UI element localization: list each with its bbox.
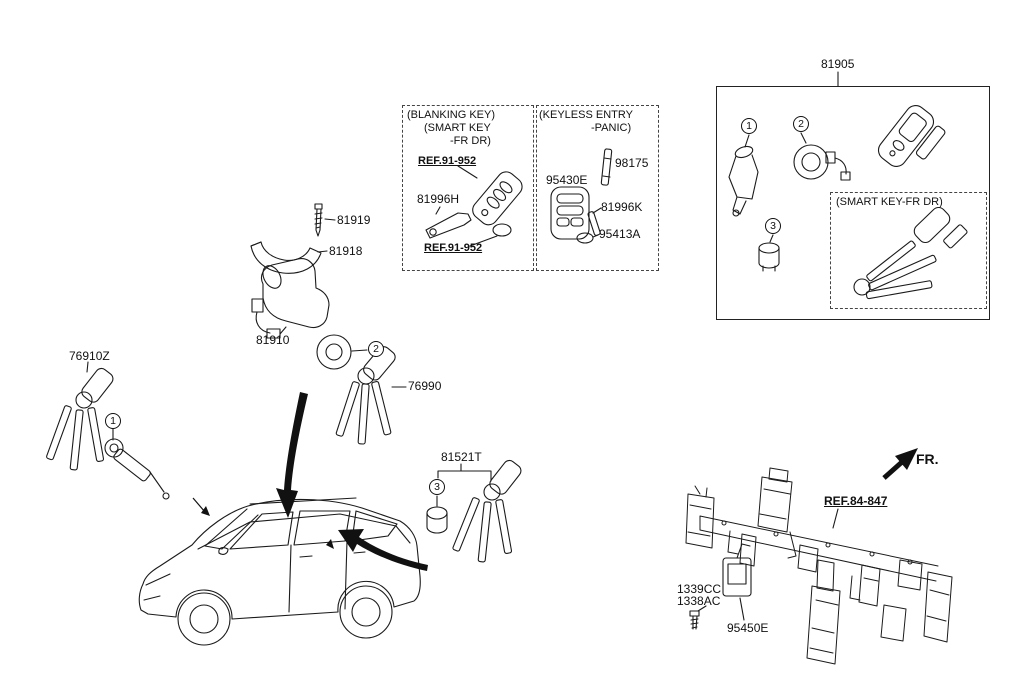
car-illustration bbox=[138, 497, 421, 646]
callout-3-badge-keys: 3 bbox=[429, 479, 445, 495]
part-label-81996H: 81996H bbox=[417, 192, 460, 206]
key-set-right-drawing bbox=[426, 459, 522, 563]
part-label-76990: 76990 bbox=[408, 379, 442, 393]
part-label-81919: 81919 bbox=[337, 213, 371, 227]
key-set-left-drawing bbox=[46, 361, 170, 500]
blanking-box-title: (BLANKING KEY) bbox=[407, 109, 496, 121]
part-label-76910Z: 76910Z bbox=[69, 349, 110, 363]
cover-81918-drawing bbox=[250, 241, 328, 274]
callout-1-badge-keys: 1 bbox=[105, 413, 121, 429]
assembly-box-81905 bbox=[716, 86, 990, 320]
immobilizer-antenna-drawing bbox=[793, 132, 851, 181]
part-label-98175: 98175 bbox=[615, 156, 649, 170]
blanking-box-subtitle1: (SMART KEY bbox=[424, 122, 491, 134]
leader-ref-84-847 bbox=[832, 508, 839, 529]
coin-cell-drawing bbox=[576, 232, 599, 244]
lock-tumbler-drawing bbox=[758, 234, 780, 272]
fr-arrow-head bbox=[895, 448, 918, 470]
part-label-95430E: 95430E bbox=[546, 173, 588, 187]
immobilizer-coil-drawing bbox=[316, 334, 368, 370]
blanking-box-subtitle2: -FR DR) bbox=[450, 135, 491, 147]
fr-arrow-tail bbox=[882, 460, 904, 480]
mounting-bolt-drawing bbox=[689, 605, 707, 630]
crossmember-illustration bbox=[685, 467, 953, 665]
keyless-entry-box bbox=[536, 105, 659, 271]
part-label-95413A: 95413A bbox=[599, 227, 641, 241]
key-blade-81996H-drawing bbox=[425, 206, 472, 239]
door-lock-actuator-drawing bbox=[728, 134, 759, 217]
smart-key-fr-dr-inner-box bbox=[830, 192, 987, 309]
keyless-box-title: (KEYLESS ENTRY bbox=[539, 109, 633, 121]
part-label-81996K: 81996K bbox=[601, 200, 643, 214]
fr-direction-label: FR. bbox=[916, 451, 939, 467]
ref-84-847[interactable]: REF.84-847 bbox=[824, 494, 888, 508]
ref-91-952-top[interactable]: REF.91-952 bbox=[418, 155, 477, 167]
keyless-battery-drawing bbox=[600, 148, 613, 186]
smart-key-set-drawing bbox=[853, 206, 968, 300]
part-label-95450E: 95450E bbox=[727, 621, 769, 635]
flip-key-drawing bbox=[877, 105, 946, 167]
key-set-center-drawing bbox=[335, 346, 407, 445]
blanking-smart-key-drawing bbox=[457, 165, 523, 247]
blanking-key-box bbox=[402, 105, 534, 271]
callout-2-badge-coil: 2 bbox=[368, 341, 384, 357]
part-label-81918: 81918 bbox=[329, 244, 363, 258]
thick-arrow-to-roof bbox=[276, 392, 308, 518]
crash-pad-module-drawing bbox=[722, 543, 752, 621]
part-label-81905: 81905 bbox=[821, 57, 855, 71]
part-label-1338AC: 1338AC bbox=[677, 594, 721, 608]
pointer-arrow-windshield bbox=[201, 506, 210, 516]
pointer-arrow-windshield-tail bbox=[192, 497, 206, 513]
callout-2-badge-box: 2 bbox=[793, 116, 809, 132]
keyless-remote-drawing bbox=[550, 186, 590, 240]
keyless-box-subtitle: -PANIC) bbox=[591, 122, 632, 134]
callout-3-badge-box: 3 bbox=[765, 218, 781, 234]
inner-box-title: (SMART KEY-FR DR) bbox=[836, 196, 943, 208]
part-label-81521T: 81521T bbox=[441, 450, 482, 464]
part-label-81910: 81910 bbox=[256, 333, 290, 347]
callout-1-badge-box: 1 bbox=[741, 118, 757, 134]
part-label-1339CC: 1339CC bbox=[677, 582, 722, 596]
ignition-lock-drawing bbox=[251, 258, 330, 339]
screw-81919-drawing bbox=[314, 203, 336, 237]
ref-91-952-bottom[interactable]: REF.91-952 bbox=[424, 242, 483, 254]
thick-arrow-to-door bbox=[338, 529, 428, 571]
pointer-arrow-door bbox=[326, 539, 334, 549]
